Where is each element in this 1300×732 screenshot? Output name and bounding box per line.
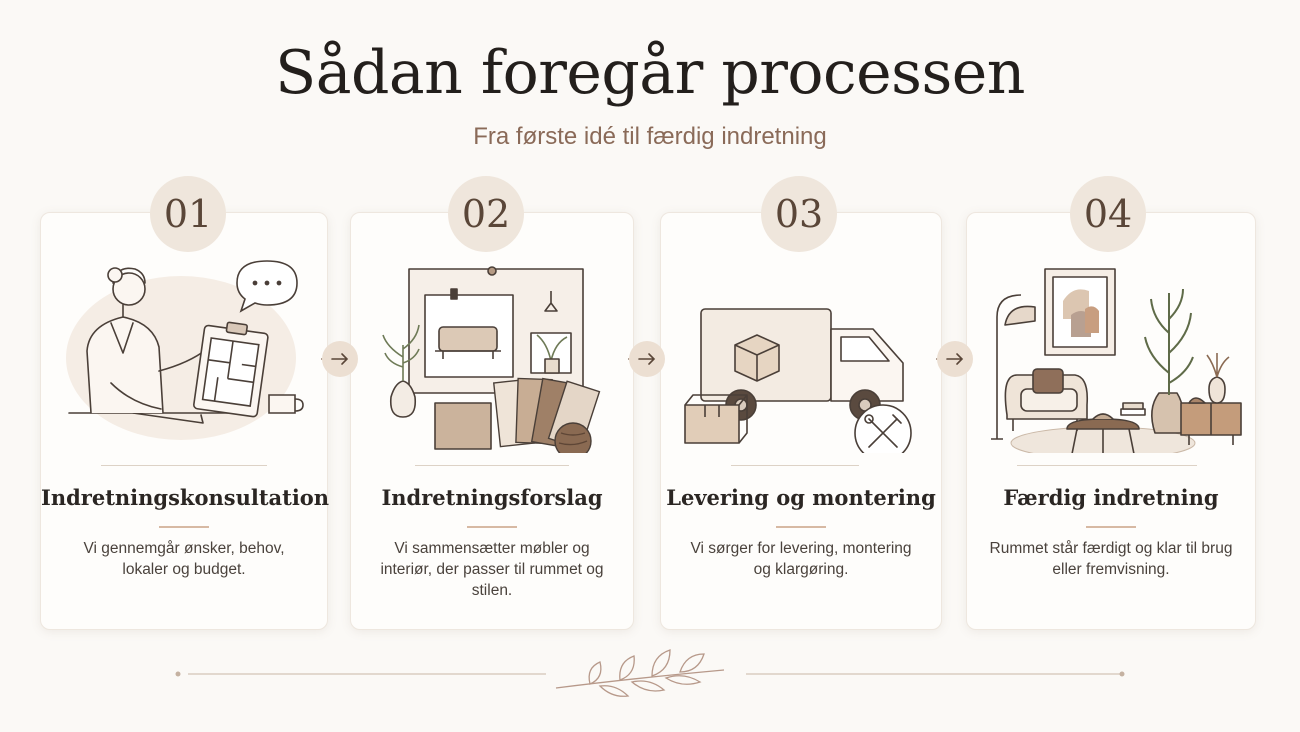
step-title: Levering og montering: [666, 485, 936, 510]
arrow-right-icon: [321, 341, 358, 377]
tools-icon: [854, 404, 912, 453]
step-card-2: Indretningsforslag Vi sammensætter møble…: [350, 212, 634, 630]
arrow-right-icon: [628, 341, 665, 377]
footer-ornament: [175, 649, 1125, 697]
step-description: Vi gennemgår ønsker, behov, lokaler og b…: [83, 540, 285, 578]
delivery-truck-illustration: [684, 308, 912, 453]
title-accent-line: [776, 526, 826, 528]
card-divider: [731, 465, 859, 466]
step-description: Rummet står færdigt og klar til brug ell…: [989, 540, 1233, 578]
card-divider: [101, 465, 267, 466]
leaf-branch-icon: [555, 649, 725, 697]
page-title: Sådan foregår processen: [275, 38, 1025, 108]
arrow-right-icon: [936, 341, 973, 377]
step-number-badge: 02: [448, 176, 524, 252]
finished-room-illustration: [991, 268, 1242, 453]
title-accent-line: [1086, 526, 1136, 528]
speech-bubble-icon: [236, 260, 298, 313]
step-number-badge: 03: [761, 176, 837, 252]
consultation-illustration: [66, 260, 304, 440]
step-description: Vi sammensætter møbler og interiør, der …: [380, 540, 604, 599]
step-card-3: Levering og montering Vi sørger for leve…: [660, 212, 942, 630]
card-divider: [415, 465, 569, 466]
step-title: Indretningsforslag: [381, 485, 603, 510]
moodboard-illustration: [382, 266, 601, 453]
step-description: Vi sørger for levering, montering og kla…: [690, 540, 912, 578]
step-card-4: Færdig indretning Rummet står færdigt og…: [966, 212, 1256, 630]
step-card-1: Indretningskonsultation Vi gennemgår øns…: [40, 212, 330, 630]
step-title: Indretningskonsultation: [41, 485, 330, 510]
step-title: Færdig indretning: [1003, 485, 1219, 510]
card-divider: [1017, 465, 1197, 466]
step-number-badge: 04: [1070, 176, 1146, 252]
title-accent-line: [467, 526, 517, 528]
step-number-badge: 01: [150, 176, 226, 252]
title-accent-line: [159, 526, 209, 528]
page-subtitle: Fra første idé til færdig indretning: [473, 123, 827, 150]
